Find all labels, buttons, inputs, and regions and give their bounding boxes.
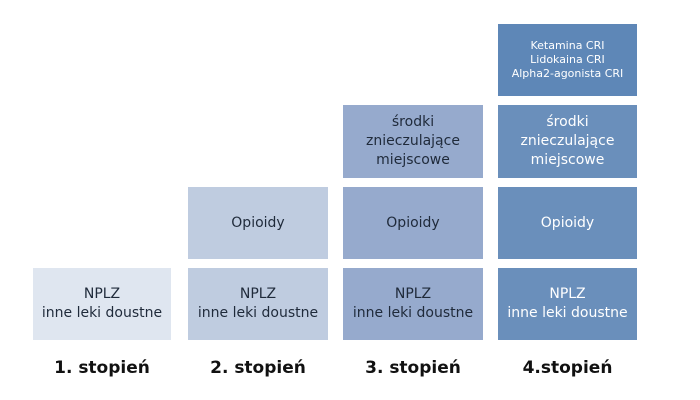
level4-box-opioidy-text: Opioidy xyxy=(540,214,595,231)
level1-box-nplz: NPLZ inne leki doustne xyxy=(33,268,171,340)
level1-box-nplz-text: NPLZ inne leki doustne xyxy=(41,286,163,321)
level4-box-cri: Ketamina CRI Lidokaina CRI Alpha2-agonis… xyxy=(498,24,637,96)
level3-box-opioidy-text: Opioidy xyxy=(386,214,440,231)
level2-box-nplz: NPLZ inne leki doustne xyxy=(188,268,328,340)
level3-box-srodki-text: środki znieczulające miejscowe xyxy=(366,114,460,168)
level4-box-nplz: NPLZ inne leki doustne xyxy=(498,268,637,340)
level3-box-nplz-text: NPLZ inne leki doustne xyxy=(352,286,474,321)
level3-box-nplz: NPLZ inne leki doustne xyxy=(343,268,483,340)
level4-box-cri-text: Ketamina CRI Lidokaina CRI Alpha2-agonis… xyxy=(511,39,624,80)
level3-box-opioidy: Opioidy xyxy=(343,187,483,259)
level1-label: 1. stopień xyxy=(54,358,150,378)
level4-box-srodki: środki znieczulające miejscowe xyxy=(498,105,637,178)
level3-box-srodki: środki znieczulające miejscowe xyxy=(343,105,483,178)
level4-box-srodki-text: środki znieczulające miejscowe xyxy=(520,114,615,168)
level2-box-opioidy: Opioidy xyxy=(188,187,328,259)
level4-box-nplz-text: NPLZ inne leki doustne xyxy=(507,286,628,321)
level2-box-nplz-text: NPLZ inne leki doustne xyxy=(197,286,319,321)
level3-label: 3. stopień xyxy=(365,358,461,378)
level4-label: 4.stopień xyxy=(522,358,613,378)
level2-label: 2. stopień xyxy=(210,358,306,378)
level2-box-opioidy-text: Opioidy xyxy=(231,214,285,231)
level4-box-opioidy: Opioidy xyxy=(498,187,637,259)
